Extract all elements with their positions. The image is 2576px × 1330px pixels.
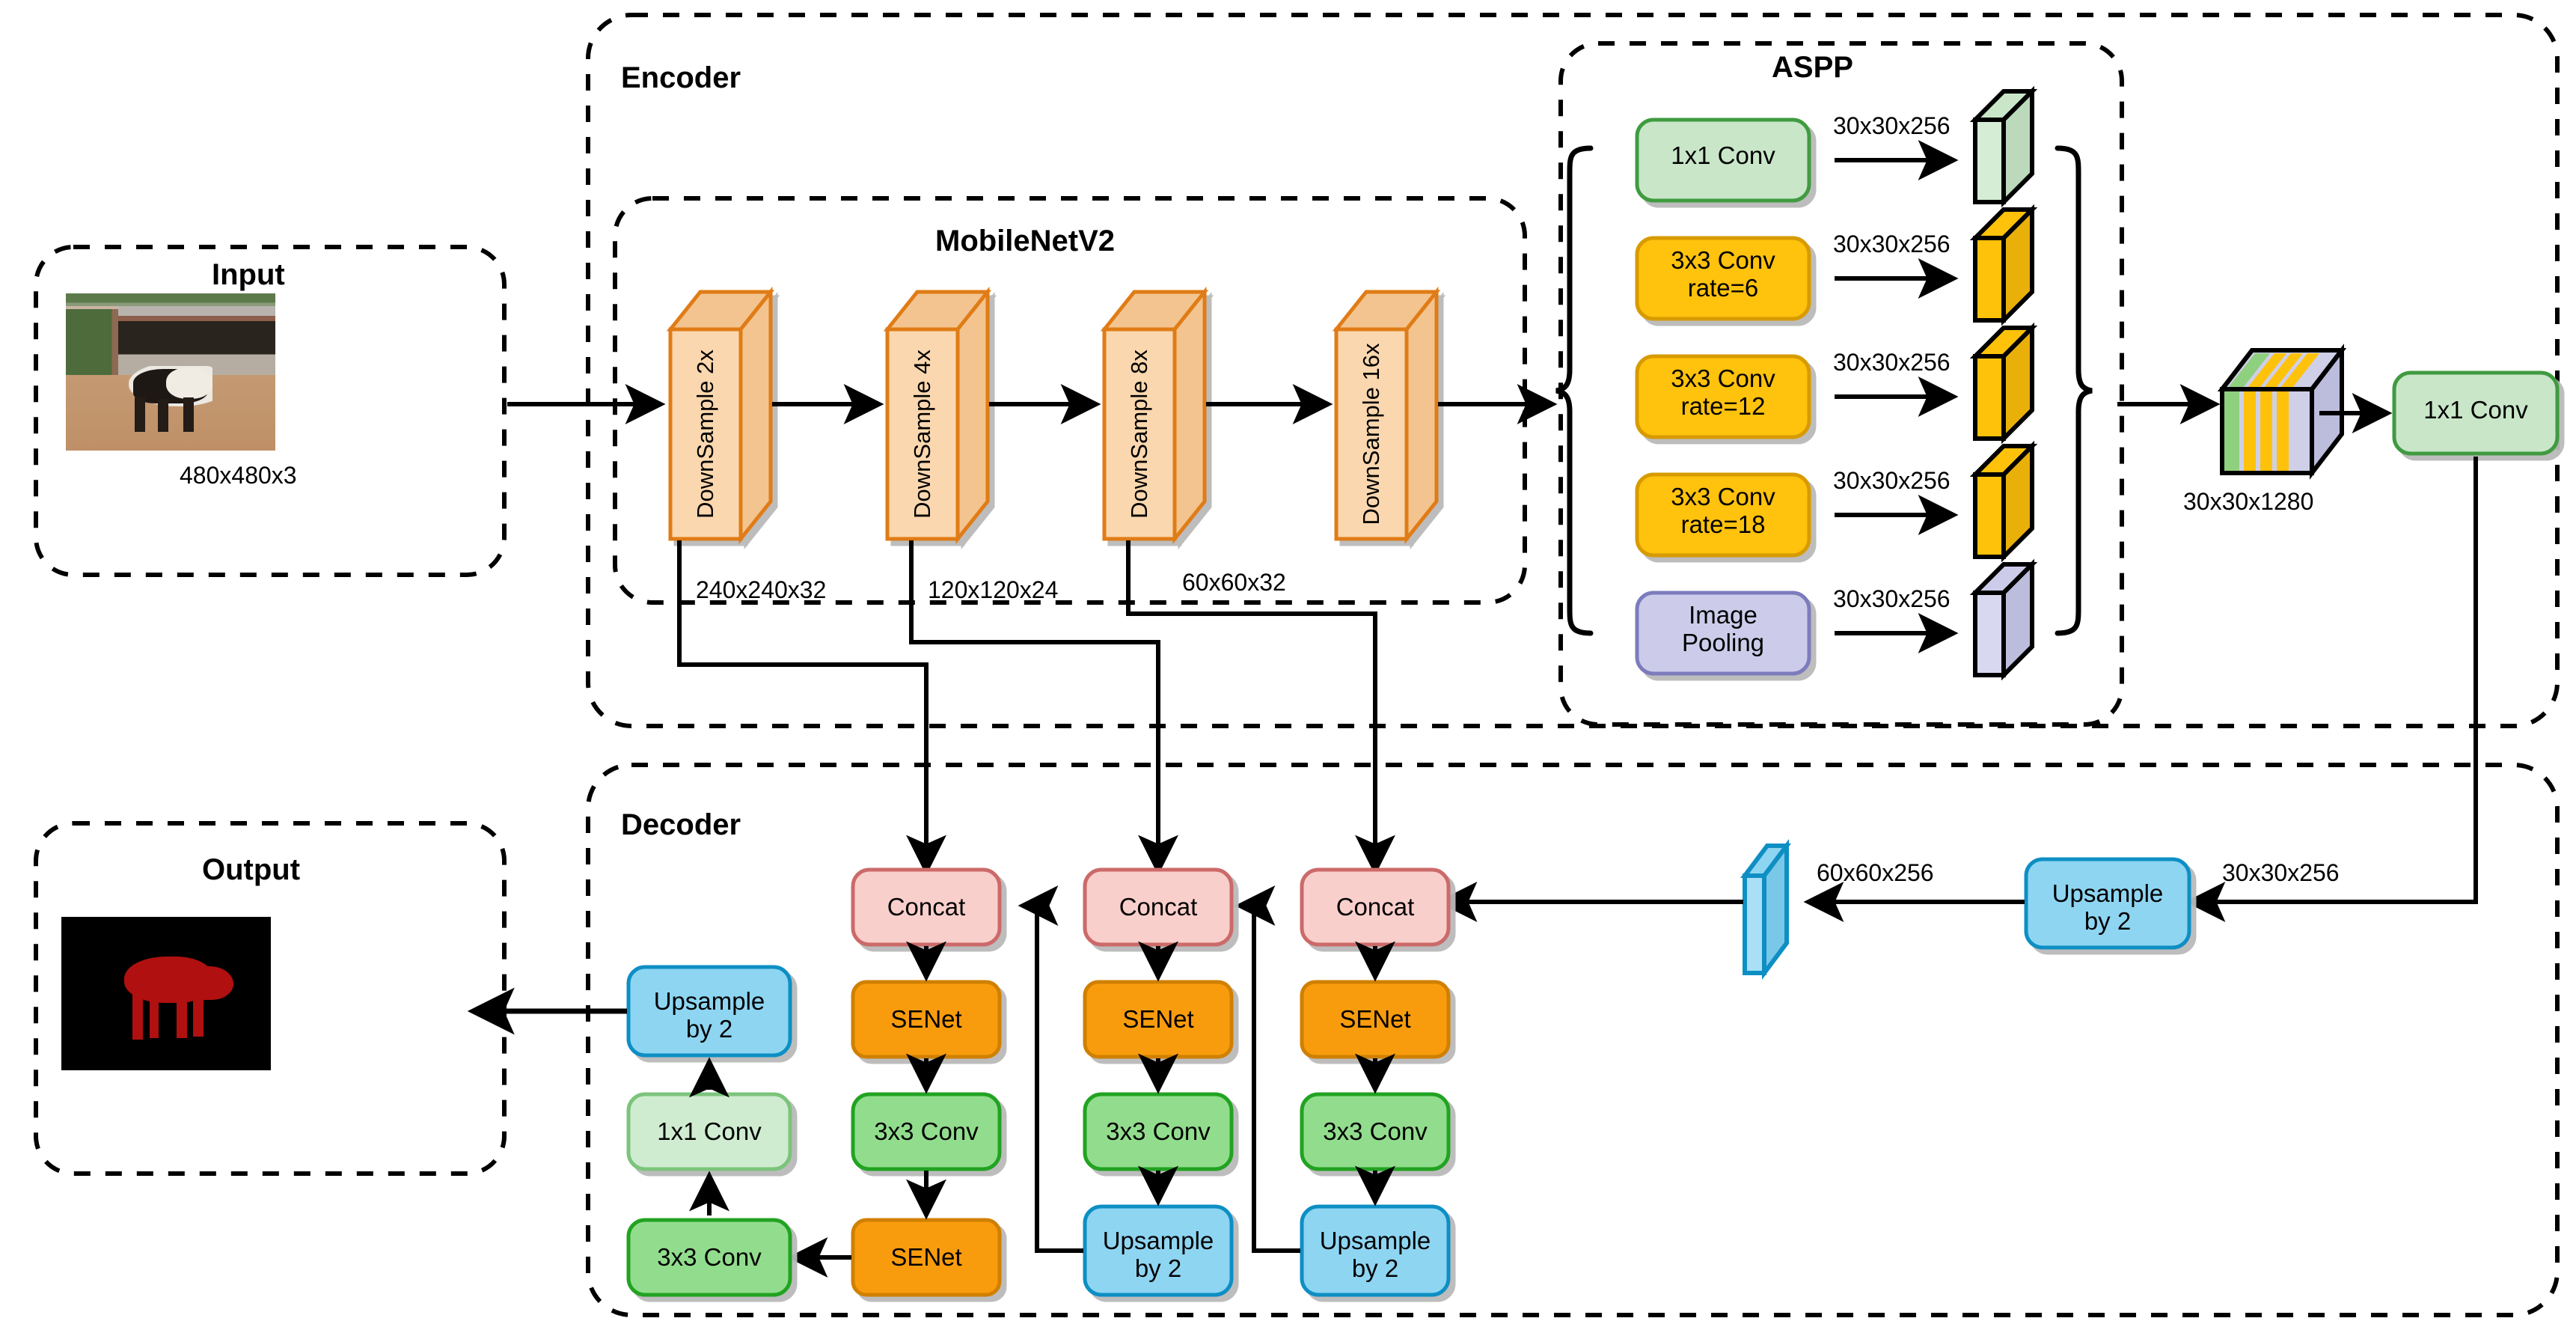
skip-60 bbox=[1126, 540, 1395, 876]
aspp-container bbox=[1558, 41, 2124, 727]
aspp-concat-cube bbox=[2217, 344, 2347, 480]
input-photo bbox=[66, 293, 275, 451]
head-conv1x1[interactable] bbox=[626, 1092, 792, 1171]
aspp-slab-1 bbox=[1969, 204, 2038, 326]
conv3x3-1[interactable] bbox=[851, 1092, 1002, 1171]
decoder-container bbox=[586, 763, 2560, 1317]
edge-ups3-concat2 bbox=[1235, 885, 1300, 1253]
conv3x3-2[interactable] bbox=[1083, 1092, 1234, 1171]
downsample-block-4 bbox=[1332, 286, 1441, 545]
senet-final[interactable] bbox=[851, 1218, 1002, 1297]
aspp-box-4[interactable] bbox=[1635, 591, 1811, 676]
aspp-left-brace bbox=[1555, 145, 1594, 636]
senet-2[interactable] bbox=[1083, 980, 1234, 1059]
aspp-slab-2 bbox=[1969, 322, 2038, 445]
downsample-block-2 bbox=[883, 286, 992, 545]
concat-1[interactable] bbox=[851, 867, 1002, 947]
downsample-block-3 bbox=[1100, 286, 1209, 545]
encoder-container bbox=[586, 13, 2560, 728]
decoder-right-upsample[interactable] bbox=[2024, 857, 2191, 950]
edge-ups2-concat1 bbox=[1018, 885, 1083, 1253]
mobilenet-container bbox=[613, 196, 1527, 605]
aspp-box-3[interactable] bbox=[1635, 472, 1811, 558]
aspp-right-brace bbox=[2055, 145, 2093, 636]
senet-3[interactable] bbox=[1300, 980, 1451, 1059]
upsample-3[interactable] bbox=[1300, 1204, 1451, 1297]
output-mask-image bbox=[61, 917, 271, 1070]
aspp-box-0[interactable] bbox=[1635, 118, 1811, 203]
output-container bbox=[34, 821, 507, 1176]
concat-3[interactable] bbox=[1300, 867, 1451, 947]
aspp-box-1[interactable] bbox=[1635, 236, 1811, 321]
skip-240 bbox=[677, 540, 946, 876]
head-conv3x3[interactable] bbox=[626, 1218, 792, 1297]
downsample-block-1 bbox=[666, 286, 775, 545]
head-upsample[interactable] bbox=[626, 965, 792, 1058]
aspp-slab-4 bbox=[1969, 558, 2038, 681]
aspp-slab-0 bbox=[1969, 85, 2038, 208]
aspp-box-2[interactable] bbox=[1635, 354, 1811, 439]
aspp-slab-3 bbox=[1969, 440, 2038, 563]
concat-2[interactable] bbox=[1083, 867, 1234, 947]
senet-1[interactable] bbox=[851, 980, 1002, 1059]
decoder-feature-slab bbox=[1740, 839, 1791, 980]
skip-120 bbox=[909, 540, 1178, 876]
upsample-2[interactable] bbox=[1083, 1204, 1234, 1297]
aspp-projection-conv[interactable] bbox=[2392, 370, 2560, 456]
edge-proj-to-upsample bbox=[2185, 457, 2478, 922]
input-container bbox=[34, 245, 507, 577]
conv3x3-3[interactable] bbox=[1300, 1092, 1451, 1171]
